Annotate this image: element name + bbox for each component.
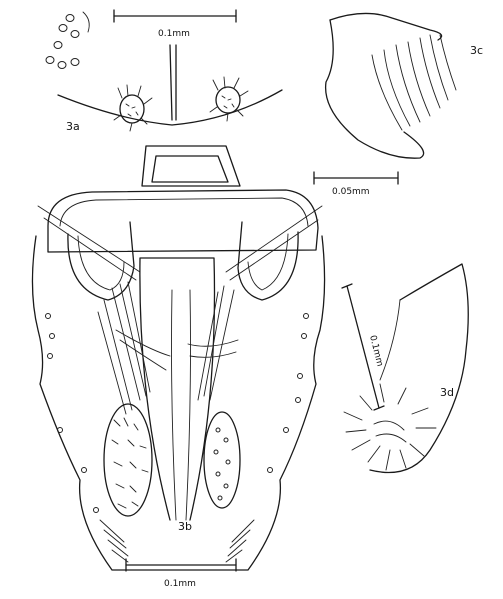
panel-3a-scale-bar: 0.1mm bbox=[114, 10, 236, 39]
panel-3b-scale-bar: 0.1mm bbox=[126, 559, 236, 589]
panel-3a-median-stalk bbox=[170, 45, 176, 120]
panel-3a-scale-label: 0.1mm bbox=[158, 29, 190, 39]
panel-3c-scale-label: 0.05mm bbox=[332, 187, 370, 197]
panel-3d-label: 3d bbox=[440, 386, 454, 399]
panel-3a-label: 3a bbox=[66, 120, 80, 133]
panel-3c-scale-bar: 0.05mm bbox=[314, 172, 398, 197]
panel-3b-central-trunk bbox=[140, 258, 215, 520]
panel-3b-left-spiny-mass bbox=[104, 404, 152, 516]
panel-3b-scale-label: 0.1mm bbox=[164, 579, 196, 589]
panel-3b-top-arch bbox=[142, 146, 240, 186]
panel-3c-label: 3c bbox=[470, 44, 483, 57]
panel-3b-lateral-pores bbox=[46, 314, 309, 513]
panel-3b-left-setae bbox=[98, 282, 170, 414]
panel-3a-left-papilla bbox=[114, 85, 152, 131]
panel-3d-setae bbox=[344, 384, 436, 470]
panel-3b: 3b 0.1mm bbox=[32, 146, 324, 589]
panel-3d-scale-bar: 0.1mm bbox=[342, 284, 384, 410]
panel-3b-left-rod bbox=[38, 206, 140, 280]
panel-3b-bottom-setae bbox=[100, 520, 254, 562]
panel-3c-hook-outline bbox=[326, 20, 424, 158]
panel-3a: 0.1mm 3a bbox=[46, 10, 282, 133]
panel-3b-label: 3b bbox=[178, 520, 192, 533]
panel-3a-pore-cluster bbox=[46, 12, 89, 69]
panel-3c-teeth bbox=[372, 35, 456, 130]
panel-3d-scale-label: 0.1mm bbox=[367, 334, 384, 367]
panel-3c-upper-edge bbox=[330, 13, 442, 40]
panel-3b-right-spiny-mass bbox=[204, 412, 240, 508]
panel-3b-left-loop bbox=[68, 222, 134, 300]
panel-3a-base-line bbox=[58, 90, 282, 125]
panel-3a-right-papilla bbox=[210, 77, 248, 121]
panel-3c: 3c 0.05mm bbox=[314, 13, 483, 197]
panel-3d: 0.1mm 3d bbox=[342, 264, 468, 473]
panel-3b-right-loop bbox=[238, 222, 298, 300]
